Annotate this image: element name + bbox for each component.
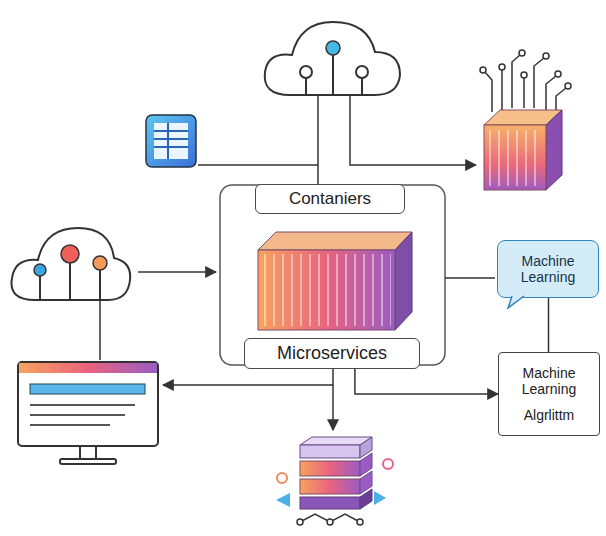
node-text: Algrlittm <box>524 407 575 423</box>
cloud-icon <box>265 22 400 95</box>
link-line <box>317 95 319 184</box>
document-icon <box>146 115 196 167</box>
link-arrow <box>163 369 333 385</box>
link-arrow <box>350 95 476 165</box>
connector <box>548 298 550 352</box>
link-arrow <box>138 271 216 273</box>
link-line <box>99 300 101 360</box>
chip-icon <box>480 50 571 190</box>
container-cube <box>258 232 412 330</box>
speech-bubble: Machine Learning <box>497 240 599 298</box>
server-stack-icon <box>276 437 393 525</box>
link-line <box>445 277 495 279</box>
connector <box>355 369 498 394</box>
node-text: Contaniers <box>289 189 371 209</box>
label-box: Microservices <box>244 338 420 369</box>
link-line <box>198 164 318 166</box>
bubble-tail <box>504 295 528 309</box>
node-text: Microservices <box>277 343 387 364</box>
link-arrow <box>332 385 334 430</box>
monitor-icon <box>18 362 158 464</box>
label-box: Contaniers <box>255 184 405 214</box>
process-box: Machine LearningAlgrlittm <box>498 352 600 436</box>
node-text: Machine Learning <box>505 365 593 397</box>
cloud-icon <box>11 228 130 300</box>
node-text: Machine Learning <box>504 253 592 285</box>
